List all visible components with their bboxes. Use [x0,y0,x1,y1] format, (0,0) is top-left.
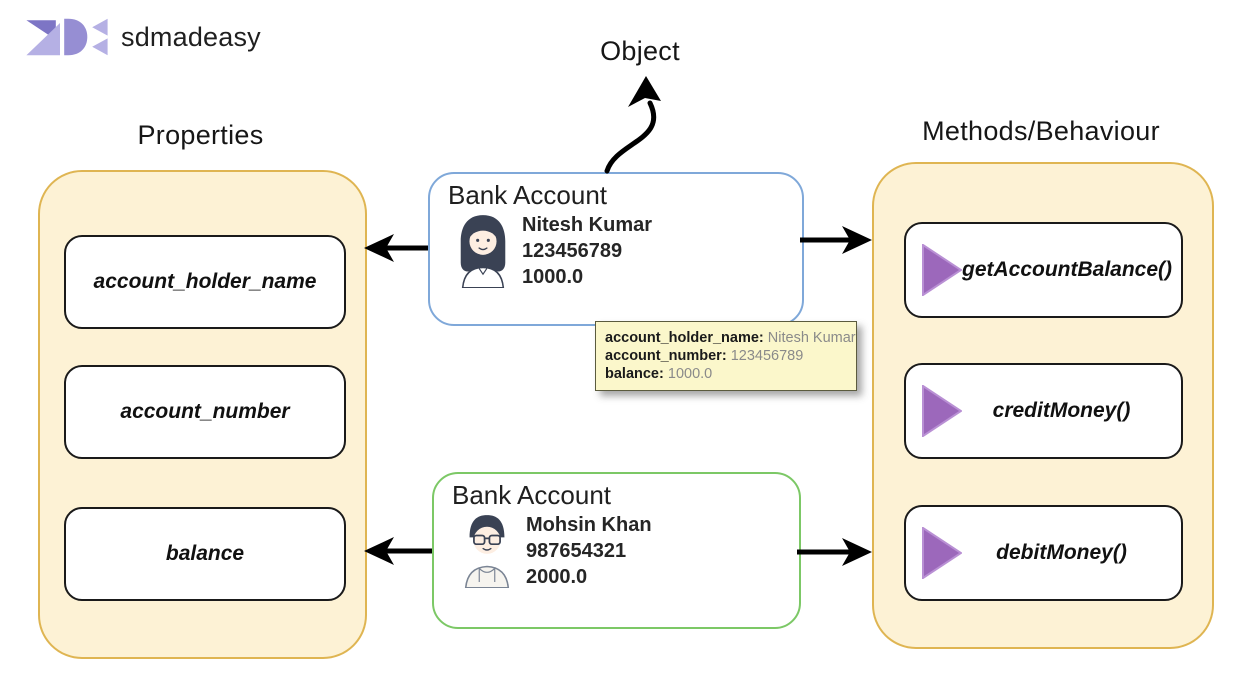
arrow-card1-to-methods [800,226,872,254]
brand-name: sdmadeasy [121,21,261,52]
method-pill-get-account-balance: getAccountBalance() [904,222,1183,318]
method-label: debitMoney() [996,541,1127,564]
methods-panel: getAccountBalance() creditMoney() debitM… [872,162,1214,649]
brand: sdmadeasy [25,12,261,62]
property-label: account_holder_name [93,270,317,293]
play-triangle-icon [922,244,962,296]
property-pill-balance: balance [64,507,346,601]
property-label: balance [165,542,245,565]
account-holder-name: Mohsin Khan [526,514,652,536]
tooltip-row: account_holder_name: Nitesh Kumar [605,330,856,346]
methods-heading: Methods/Behaviour [922,116,1160,146]
brand-logo-icon [26,18,108,56]
account-balance: 1000.0 [522,266,584,288]
property-label: account_number [120,400,290,423]
object-state-tooltip: account_holder_name: Nitesh Kumar accoun… [595,321,857,391]
arrow-card2-to-methods [797,538,872,566]
account-holder-name: Nitesh Kumar [522,214,653,236]
woman-avatar-icon [460,215,506,288]
play-triangle-icon [922,527,962,579]
properties-heading: Properties [137,120,264,150]
arrow-card1-to-properties [364,234,428,262]
properties-panel: account_holder_name account_number balan… [38,170,367,659]
card-title: Bank Account [452,480,611,510]
play-triangle-icon [922,385,962,437]
property-pill-account-number: account_number [64,365,346,459]
card-details: Mohsin Khan 987654321 2000.0 [526,512,652,590]
account-number: 123456789 [522,240,623,262]
man-avatar-icon [464,515,510,588]
method-label: creditMoney() [992,399,1131,422]
tooltip-row: account_number: 123456789 [605,348,804,364]
method-pill-debit-money: debitMoney() [904,505,1183,601]
tooltip-row: balance: 1000.0 [605,366,713,382]
account-number: 987654321 [526,540,627,562]
bank-account-card-1: Bank Account Nitesh Kumar 123456789 1000… [428,172,804,326]
card-title: Bank Account [448,180,607,210]
arrow-card-to-object [604,76,661,174]
property-pill-account-holder-name: account_holder_name [64,235,346,329]
arrow-card2-to-properties [364,537,432,565]
method-pill-credit-money: creditMoney() [904,363,1183,459]
method-label: getAccountBalance() [962,258,1173,281]
object-heading: Object [600,36,680,66]
card-details: Nitesh Kumar 123456789 1000.0 [522,212,652,290]
account-balance: 2000.0 [526,566,588,588]
bank-account-card-2: Bank Account Mohsin Khan 987654321 2000.… [432,472,801,629]
